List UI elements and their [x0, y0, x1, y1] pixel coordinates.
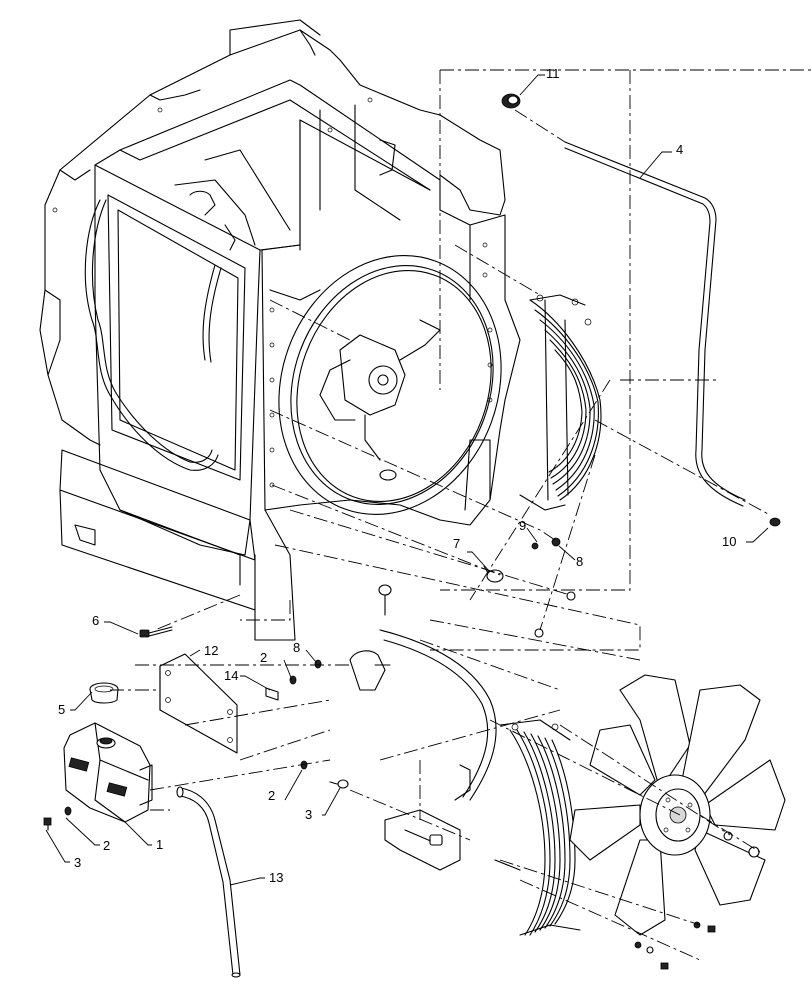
fan-mounting-bracket — [384, 764, 471, 871]
bolt-part-3-left — [43, 817, 52, 831]
callout-8-lower: 8 — [293, 640, 300, 655]
nut-part-8-lower — [314, 659, 322, 669]
callout-14: 14 — [224, 668, 238, 683]
nut-part-8-upper — [551, 537, 561, 547]
upper-fan-guard — [519, 294, 602, 511]
reservoir-part-1 — [63, 722, 153, 823]
callout-8-upper: 8 — [576, 554, 583, 569]
callout-6: 6 — [92, 613, 99, 628]
clip-part-10 — [769, 517, 781, 527]
bracket-part-12 — [159, 653, 238, 754]
alignment-phantom-lines — [110, 69, 812, 961]
clip-part-14 — [265, 687, 279, 701]
callout-9: 9 — [519, 518, 526, 533]
callout-7: 7 — [453, 536, 460, 551]
callout-2-left: 2 — [103, 838, 110, 853]
callout-4: 4 — [676, 142, 683, 157]
bolt-part-3-right — [329, 779, 349, 789]
callout-11: 11 — [546, 66, 560, 81]
callout-3-left: 3 — [74, 855, 81, 870]
cap-part-5 — [89, 682, 119, 704]
bolt-part-6 — [139, 626, 173, 638]
callout-10: 10 — [722, 534, 736, 549]
fan-blades — [569, 674, 786, 936]
callout-2-right: 2 — [268, 788, 275, 803]
cooling-frame — [39, 19, 521, 641]
callout-13: 13 — [269, 870, 283, 885]
tube-part-4 — [564, 141, 746, 507]
callout-1: 1 — [156, 837, 163, 852]
callout-leaders — [45, 74, 769, 886]
hose-part-13 — [176, 786, 241, 978]
washer-part-9 — [531, 542, 539, 550]
callout-5: 5 — [58, 702, 65, 717]
lower-fan-guard — [494, 719, 581, 936]
callout-2-upper: 2 — [260, 650, 267, 665]
frame-holes — [52, 97, 493, 488]
mount-bits — [534, 591, 576, 638]
washer-part-2-left — [64, 806, 72, 816]
lower-hose-assembly — [349, 584, 497, 801]
callout-labels: 11 4 10 9 8 7 6 12 2 8 14 5 2 3 2 1 3 13 — [58, 66, 736, 885]
grommet-part-11 — [501, 93, 521, 109]
callout-3-right: 3 — [305, 807, 312, 822]
callout-12: 12 — [204, 643, 218, 658]
